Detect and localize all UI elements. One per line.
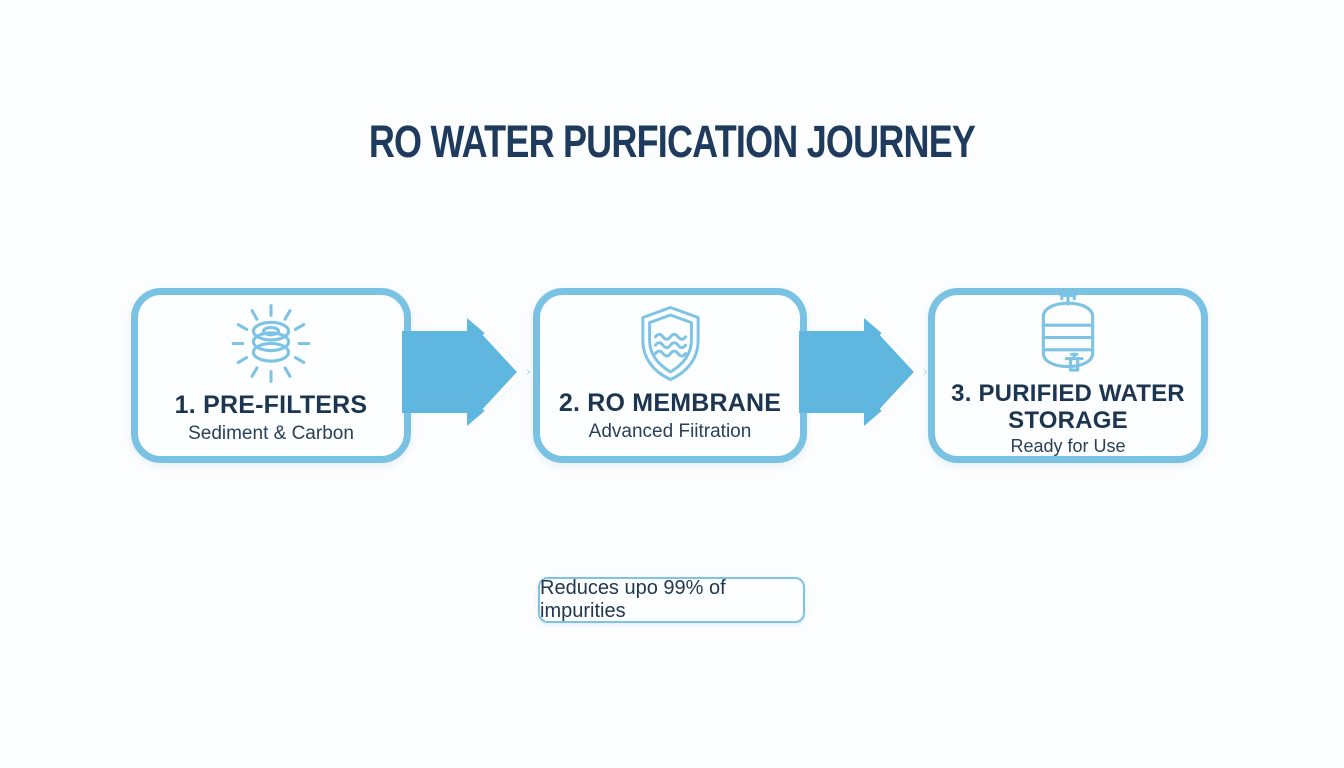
flow-arrow-icon [402,316,532,428]
step-heading: 2. RO MEMBRANE [558,388,782,417]
impurities-badge: Reduces upo 99% of impurities [538,577,805,623]
storage-tank-icon [1031,290,1105,378]
step-card-purified-water-storage: 3. PURIFIED WATER STORAGE Ready for Use [928,288,1208,463]
filter-stack-icon [227,303,315,384]
step-subheading: Advanced Fiitration [588,420,752,442]
step-heading: 3. PURIFIED WATER STORAGE [951,379,1185,434]
shield-water-icon [637,305,704,382]
step-card-ro-membrane: 2. RO MEMBRANE Advanced Fiitration [533,288,807,463]
step-heading: 1. PRE-FILTERS [174,390,368,419]
step-card-pre-filters: 1. PRE-FILTERS Sediment & Carbon [131,288,411,463]
step-subheading: Ready for Use [1010,436,1126,457]
step-subheading: Sediment & Carbon [188,422,354,444]
badge-label: Reduces upo 99% of impurities [540,577,726,622]
diagram-title: RO WATER PURFICATION JOURNEY [368,116,976,167]
flow-arrow-icon [799,316,929,428]
